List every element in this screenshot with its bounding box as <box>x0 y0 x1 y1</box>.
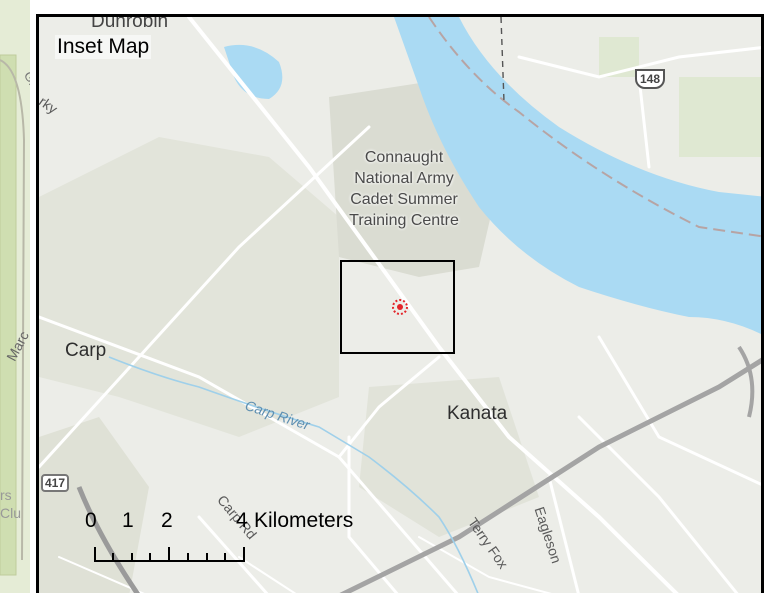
connaught-line-3: Cadet Summer <box>350 191 458 208</box>
inset-map-title: Inset Map <box>55 35 152 59</box>
small-lake <box>224 44 283 99</box>
highway-ramp <box>737 345 755 418</box>
terrain-patch <box>39 417 149 593</box>
highway-148-shield: 148 <box>635 69 666 89</box>
scale-tick-2: 2 <box>161 509 173 532</box>
roads <box>39 17 761 593</box>
left-map-strip: Greatech Marc rs Clu <box>0 0 30 593</box>
scale-tick-4: 4 <box>236 509 248 532</box>
park-area <box>599 37 639 77</box>
site-marker <box>392 299 408 315</box>
scale-unit: Kilometers <box>254 509 354 532</box>
place-label-dunrobin: Dunrobin <box>91 14 169 32</box>
highway-417 <box>76 486 141 593</box>
ottawa-river <box>394 17 761 335</box>
inset-map-canvas <box>39 17 761 593</box>
terrain-patch <box>39 137 339 437</box>
study-area-box <box>340 260 455 354</box>
carp-river <box>108 356 479 593</box>
scale-bar-graphic <box>94 547 245 562</box>
scale-tick-1: 1 <box>122 509 134 532</box>
highway-148-label: 148 <box>640 72 661 86</box>
highway-417-shield: 417 <box>41 474 70 492</box>
dashed-line <box>500 17 505 103</box>
place-label-connaught: Connaught National Army Cadet Summer Tra… <box>329 147 479 231</box>
highway-417-label: 417 <box>45 476 66 490</box>
left-map-label-rs: rs <box>0 487 12 503</box>
place-label-carp: Carp <box>65 340 107 361</box>
connaught-line-1: Connaught <box>364 149 444 166</box>
highway-417-east <box>339 357 761 593</box>
park-area <box>679 77 761 157</box>
connaught-line-2: National Army <box>354 170 454 187</box>
inset-map: 148 417 Dunrobin Connaught National Army… <box>36 14 764 593</box>
scale-tick-0: 0 <box>85 509 97 532</box>
left-map-label-clu: Clu <box>0 505 22 521</box>
place-label-kanata: Kanata <box>447 403 508 424</box>
provincial-boundary <box>428 17 761 238</box>
connaught-line-4: Training Centre <box>349 212 459 229</box>
left-map-background <box>0 0 30 593</box>
